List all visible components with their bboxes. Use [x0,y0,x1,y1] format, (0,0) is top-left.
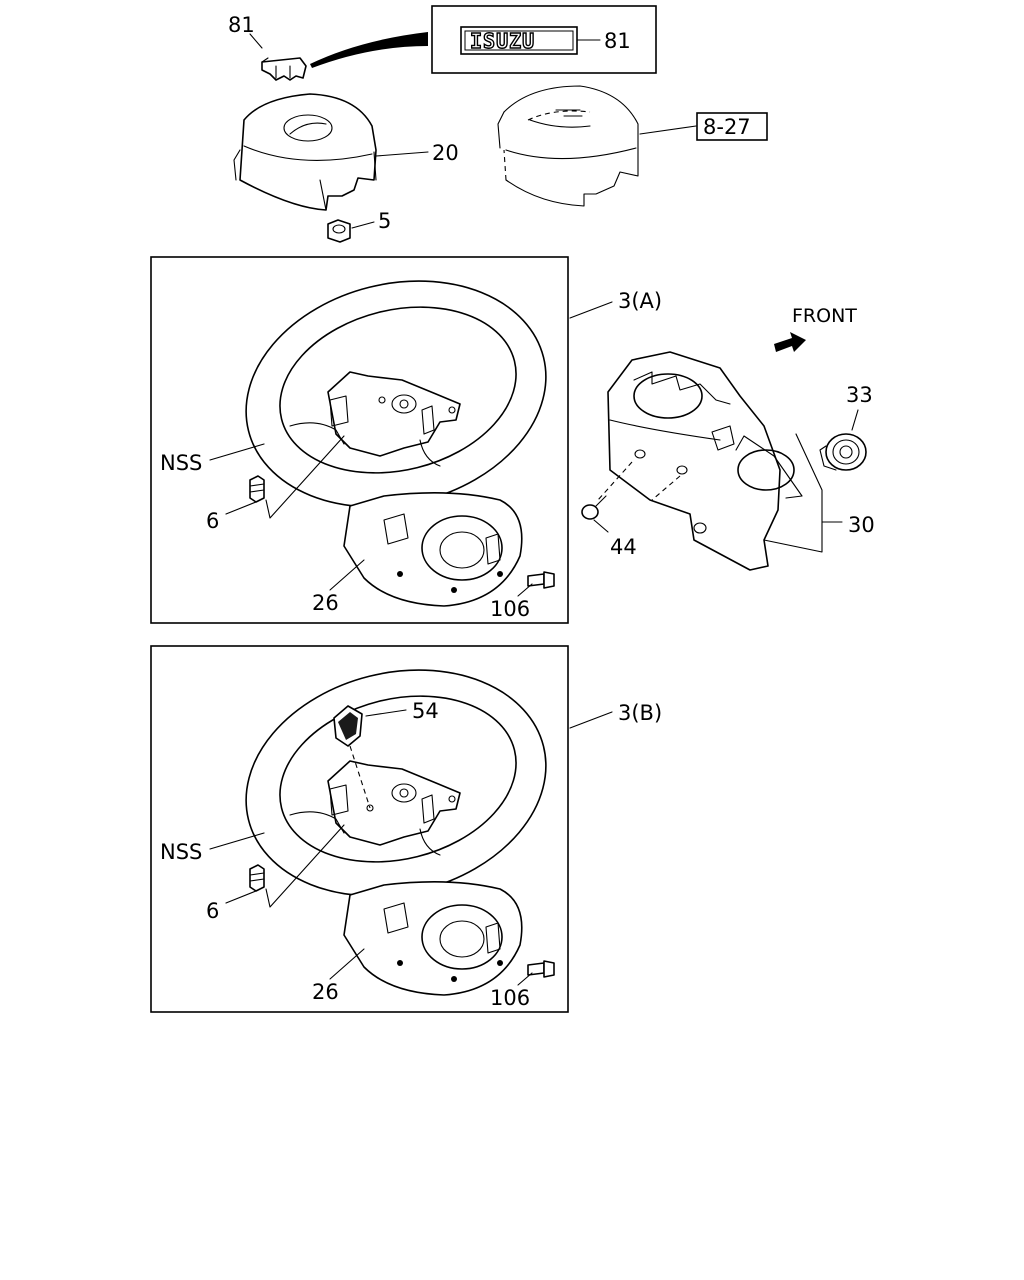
callout-106-3b: 106 [490,986,530,1010]
emblem-pointer-wedge [310,32,428,68]
bolt-106-3a [527,571,555,589]
callout-6-3b: 6 [206,899,219,923]
bolt-106-3b [527,960,555,978]
airbag-cover-reference [497,85,639,207]
emblem-text: ISUZU [470,29,535,53]
callout-26-3a: 26 [312,591,339,615]
leader-54 [365,709,407,717]
screw-44 [581,495,607,520]
callout-81-clip: 81 [228,13,255,37]
steering-wheel-3a [245,280,547,508]
leader-106-3b [517,972,533,986]
leader-33 [851,409,859,431]
emblem-detail-box [431,5,657,74]
callout-5: 5 [378,209,391,233]
front-label: FRONT [792,305,857,327]
horn-cover-20 [233,93,377,211]
leader-nss-3b [209,832,265,850]
callout-81-emblem: 81 [604,29,631,53]
switch-54 [333,705,363,747]
leader-81-clip [249,33,263,49]
bolt-6-3b [249,864,265,892]
grommet-33 [819,433,867,471]
emblem-clip-81 [261,57,307,81]
leader-5 [351,221,375,229]
leader-44 [593,519,609,533]
callout-33: 33 [846,383,873,407]
assembly-3b-frame [150,645,569,1013]
callout-6-3a: 6 [206,509,219,533]
ref-8-27: 8-27 [703,115,751,139]
switch-54-install-line [349,745,371,809]
lower-cover-26-3a [343,492,523,607]
callout-3a: 3(A) [618,289,662,313]
assembly-3a-frame [150,256,569,624]
bolt-6-3a [249,475,265,503]
leader-3b [569,711,613,729]
callout-44: 44 [610,535,637,559]
leader-8-27 [639,125,697,135]
leader-6-3b [225,890,257,904]
ref-8-27-box [696,112,768,141]
leader-6-to-wheel-3a [265,435,345,519]
callout-106-3a: 106 [490,597,530,621]
leader-3a [569,301,613,319]
leader-6-3a [225,501,257,515]
callout-nss-3b: NSS [160,840,202,864]
leader-6-to-wheel-3b [265,824,345,908]
callout-54: 54 [412,699,439,723]
nut-5 [327,219,351,243]
callout-30: 30 [848,513,875,537]
leader-20 [375,151,429,157]
leader-26-3b [329,948,365,980]
callout-nss-3a: NSS [160,451,202,475]
front-arrow-icon [774,332,806,352]
callout-26-3b: 26 [312,980,339,1004]
leader-26-3a [329,559,365,591]
leader-nss-3a [209,443,265,461]
bracket-30 [763,433,823,553]
lower-cover-26-3b [343,881,523,996]
isuzu-emblem: ISUZU [460,26,578,55]
callout-20: 20 [432,141,459,165]
leader-106-3a [517,583,533,597]
callout-3b: 3(B) [618,701,662,725]
column-cover-30 [597,351,803,571]
